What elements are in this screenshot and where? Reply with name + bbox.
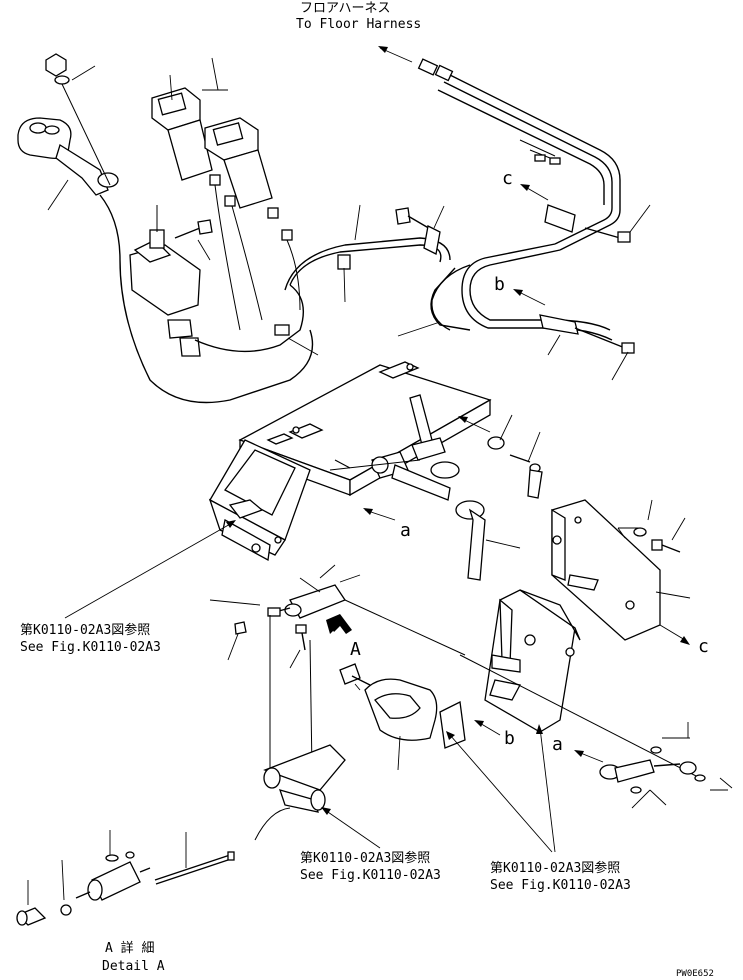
harness-loop-left [194, 284, 304, 353]
marker-c-top: c [502, 168, 513, 189]
harness-bundle [417, 58, 621, 341]
bolt-top-mid [395, 205, 445, 337]
switch-panel-2 [204, 117, 273, 209]
marker-a-bottom: a [552, 734, 563, 755]
ref-en-1: See Fig.K0110-02A3 [20, 640, 161, 655]
floor-harness-jp-label: フロアハーネス [300, 1, 390, 16]
marker-b-bottom: b [504, 728, 515, 749]
switch-panel-1 [151, 87, 213, 181]
bolt-damper [227, 621, 307, 669]
damper-cylinder [209, 564, 361, 619]
marker-c-bottom: c [698, 636, 709, 657]
switch-connectors [209, 174, 301, 331]
detail-a-jp: A 詳 細 [105, 940, 154, 956]
leader-ref-2 [324, 809, 381, 849]
adjust-knob [455, 500, 521, 581]
leader-c-bottom [659, 624, 686, 641]
marker-A: A [350, 639, 361, 660]
nut-top [45, 53, 111, 186]
bolt-right-top [584, 204, 651, 243]
ref-en-2: See Fig.K0110-02A3 [300, 868, 441, 883]
link-line-1 [344, 599, 466, 656]
leader-ref-3b [449, 734, 553, 853]
leader-ref-1 [64, 522, 233, 619]
detail-a-en: Detail A [102, 959, 165, 974]
console-box [208, 439, 311, 562]
hinge-bracket [459, 589, 701, 779]
plate-bolts [617, 499, 686, 553]
ref-jp-1: 第K0110-02A3図参照 [20, 622, 150, 638]
mounting-plate-c [551, 499, 691, 641]
marker-a-mid: a [400, 520, 411, 541]
detail-a-arrow [326, 614, 352, 634]
detail-a-parts [16, 830, 235, 926]
link-line-3 [309, 639, 313, 771]
harness-clamp-mid [337, 254, 351, 270]
ref-en-3: See Fig.K0110-02A3 [490, 878, 631, 893]
bolt-switch-module [174, 219, 213, 261]
leader-ref-3a [539, 727, 556, 853]
seat-bracket [339, 663, 466, 771]
bushing-right [458, 414, 543, 499]
ref-jp-2: 第K0110-02A3図参照 [300, 850, 430, 866]
joystick-lever [17, 117, 119, 211]
lever-bracket [329, 394, 460, 501]
gas-spring [574, 722, 733, 809]
clip-b [513, 289, 635, 381]
floor-harness-arrow [378, 46, 413, 63]
harness-clamp-left [274, 324, 290, 336]
clip-c [520, 184, 576, 233]
lever-wire [99, 194, 314, 404]
harness-mid [289, 244, 442, 286]
marker-b-top: b [494, 274, 505, 295]
pivot-shaft [254, 744, 346, 841]
switch-module [129, 205, 201, 357]
floor-harness-en-label: To Floor Harness [296, 17, 421, 32]
ref-jp-3: 第K0110-02A3図参照 [490, 860, 620, 876]
document-code: PW0E652 [676, 969, 714, 979]
harness-mid-2 [284, 237, 451, 291]
